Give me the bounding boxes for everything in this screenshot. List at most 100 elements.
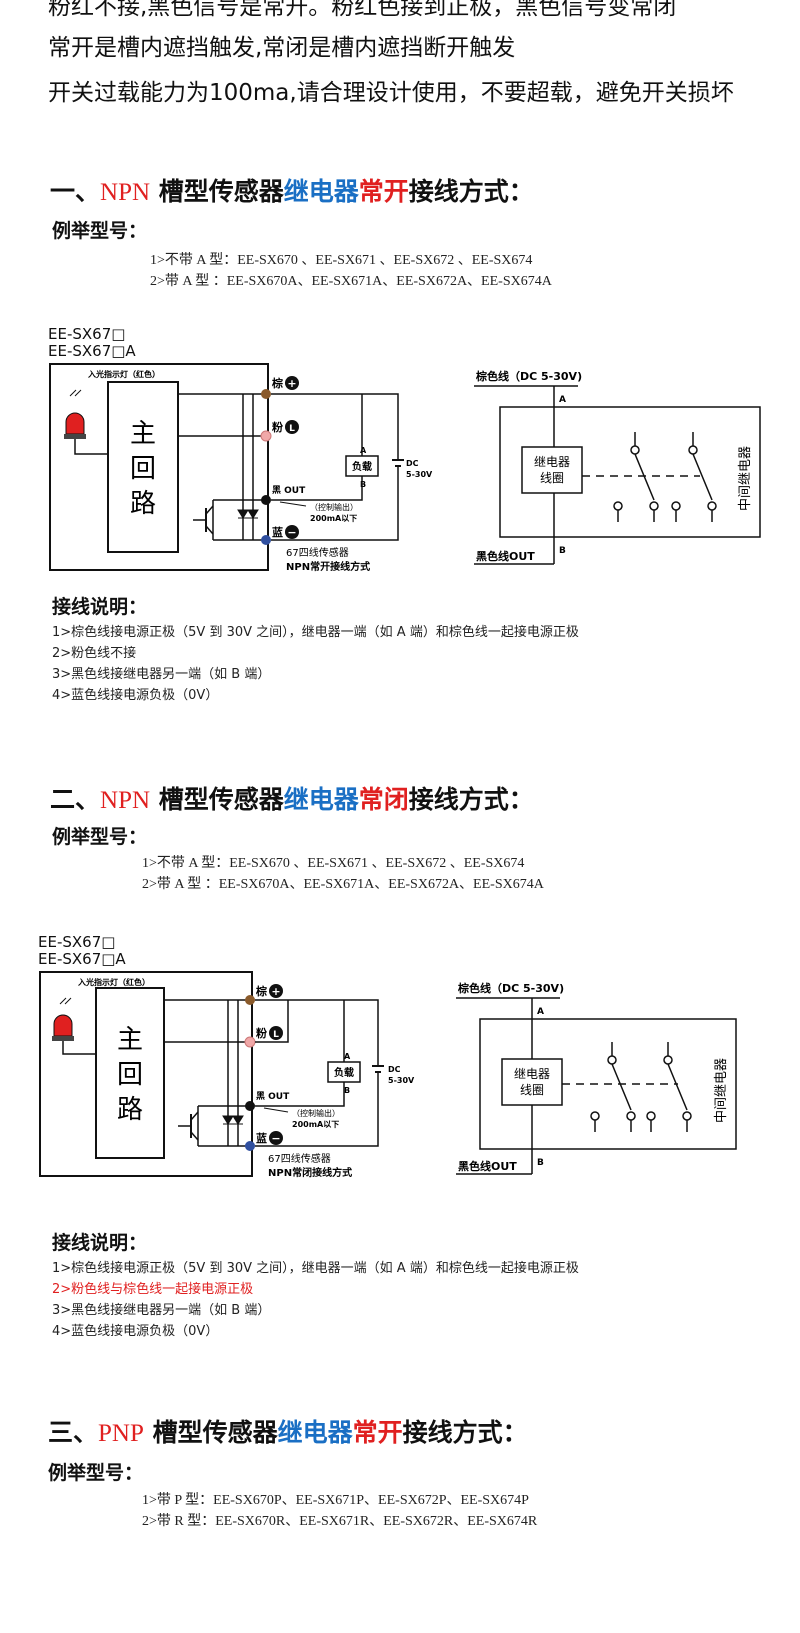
section-3-models: 1>带 P 型：EE-SX670P、EE-SX671P、EE-SX672P、EE… [142, 1490, 537, 1532]
pink-label: 粉 [272, 420, 283, 434]
relay-term-b: B [537, 1158, 544, 1168]
main-circuit-box [95, 987, 165, 1159]
section-title-mid: 槽型传感器 [143, 1418, 278, 1447]
dc-label: DC [388, 1065, 401, 1074]
dc-source-icon [392, 459, 404, 467]
relay-brown-wire-label: 棕色线（DC 5-30V) [457, 981, 564, 995]
main-circuit-char: 主 [130, 419, 156, 449]
arrow-line [263, 1107, 289, 1113]
dc-wire [271, 466, 399, 541]
relay-term-a: A [537, 1007, 544, 1017]
diagram-caption: NPN常闭接线方式 [268, 1166, 352, 1179]
arrow-line [279, 501, 307, 507]
plus-icon [285, 376, 299, 390]
sensor-body [39, 971, 253, 1177]
section-title-suffix: 接线方式： [408, 785, 534, 814]
load-wire-bottom [271, 476, 363, 501]
blue-label: 蓝 [256, 1131, 267, 1145]
relay-box [479, 1018, 737, 1150]
main-circuit-char: 主 [117, 1025, 143, 1055]
note-line: 1>棕色线接电源正极（5V 到 30V 之间），继电器一端（如 A 端）和棕色线… [52, 625, 579, 640]
main-circuit-char: 路 [117, 1095, 143, 1125]
dc-label: DC [406, 459, 419, 468]
brown-terminal [261, 389, 271, 399]
diagram-model-line: EE-SX67□A [48, 342, 136, 360]
model-line: 1>不带 A 型：EE-SX670 、EE-SX671 、EE-SX672 、E… [142, 856, 525, 871]
l-icon [269, 1026, 283, 1040]
section-2-diagram-models: EE-SX67□ EE-SX67□A [38, 934, 126, 968]
plus-icon [269, 984, 283, 998]
relay-coil-label: 线圈 [540, 471, 564, 485]
section-title-suffix: 接线方式： [408, 177, 534, 206]
blue-label: 蓝 [272, 525, 283, 539]
section-title-mid: 槽型传感器 [150, 785, 284, 814]
brown-label: 棕 [271, 376, 283, 390]
relay-side-label: 中间继电器 [738, 446, 753, 511]
pink-terminal [260, 430, 272, 442]
max-current-label: 200mA以下 [310, 514, 357, 523]
note-line: 3>黑色线接继电器另一端（如 B 端） [52, 667, 271, 682]
diode-icon [232, 1115, 244, 1125]
section-1-notes: 1>棕色线接电源正极（5V 到 30V 之间），继电器一端（如 A 端）和棕色线… [52, 622, 579, 706]
note-line: 1>棕色线接电源正极（5V 到 30V 之间），继电器一端（如 A 端）和棕色线… [52, 1261, 579, 1276]
minus-symbol: − [271, 1132, 280, 1145]
dc-wire [255, 1072, 379, 1147]
note-line: 3>黑色线接继电器另一端（如 B 端） [52, 1303, 271, 1318]
section-title-mode: 常开 [358, 177, 409, 206]
black-out-label: 黑 OUT [272, 485, 306, 496]
relay-coil-label: 继电器 [534, 455, 570, 469]
relay-contact-icon [590, 1042, 692, 1132]
load-label: 负载 [352, 460, 372, 473]
sensor-wiring-diagram-1: 入光指示灯（红色） 主 回 路 棕 + 粉 L 黑 OUT 蓝 − A 负载 B [49, 363, 433, 573]
section-title-relay: 继电器 [277, 1418, 353, 1447]
section-title-prefix: 二、 [50, 785, 101, 814]
l-symbol: L [289, 424, 295, 434]
load-term-a: A [344, 1052, 351, 1061]
section-title-type: PNP [98, 1420, 144, 1447]
relay-term-a: A [559, 395, 566, 405]
control-out-label: （控制输出） [292, 1108, 340, 1118]
pink-to-brown-wire [255, 1000, 289, 1043]
led-wire [74, 439, 108, 455]
light-arrow [74, 389, 82, 397]
section-1-models: 1>不带 A 型：EE-SX670 、EE-SX671 、EE-SX672 、E… [150, 250, 552, 292]
relay-coil-label: 继电器 [514, 1067, 550, 1081]
led-wire [62, 1041, 96, 1055]
load-term-b: B [360, 480, 366, 489]
note-line-highlight: 2>粉色线与棕色线一起接电源正极 [52, 1282, 254, 1297]
diagram-caption: NPN常开接线方式 [286, 560, 370, 573]
model-line: 2>带 A 型 ：EE-SX670A、EE-SX671A、EE-SX672A、E… [142, 877, 544, 892]
intro-line-0: 粉红不接,黑色信号是常开。粉红色接到正极，黑色信号变常闭 [48, 0, 677, 20]
indicator-label: 入光指示灯（红色） [77, 977, 150, 987]
max-current-label: 200mA以下 [292, 1120, 339, 1129]
minus-icon [269, 1131, 283, 1145]
relay-brown-wire-label: 棕色线（DC 5-30V) [475, 369, 582, 383]
diagram-model-line: EE-SX67□ [38, 933, 116, 951]
diagram-caption: 67四线传感器 [286, 546, 349, 559]
section-2-title: 二、NPN 槽型传感器继电器常闭接线方式： [50, 780, 534, 816]
dc-source-icon [372, 1065, 384, 1073]
indicator-led-icon [64, 412, 86, 439]
section-title-type: NPN [100, 787, 151, 814]
note-line: 4>蓝色线接电源负极（0V） [52, 688, 219, 703]
minus-symbol: − [287, 526, 296, 539]
section-2-notes: 1>棕色线接电源正极（5V 到 30V 之间），继电器一端（如 A 端）和棕色线… [52, 1258, 579, 1342]
light-arrow [59, 997, 67, 1005]
relay-coil-box [521, 446, 583, 494]
minus-icon [285, 525, 299, 539]
relay-box [499, 406, 761, 538]
intro-line-2: 开关过载能力为100ma,请合理设计使用，不要超载，避免开关损坏 [48, 80, 734, 106]
section-title-prefix: 三、 [48, 1418, 99, 1447]
load-wire-bottom [255, 1082, 345, 1107]
section-2-notes-label: 接线说明： [52, 1232, 148, 1254]
note-line: 2>粉色线不接 [52, 646, 137, 661]
relay-coil-label: 线圈 [520, 1083, 544, 1097]
load-term-b: B [344, 1086, 350, 1095]
diagram-model-line: EE-SX67□ [48, 325, 126, 343]
section-3-title: 三、PNP 槽型传感器继电器常开接线方式： [48, 1413, 528, 1449]
blue-terminal [245, 1141, 255, 1151]
light-arrow [69, 389, 77, 397]
pink-terminal [244, 1036, 256, 1048]
load-wire [255, 999, 379, 1066]
model-line: 1>不带 A 型：EE-SX670 、EE-SX671 、EE-SX672 、E… [150, 253, 533, 268]
